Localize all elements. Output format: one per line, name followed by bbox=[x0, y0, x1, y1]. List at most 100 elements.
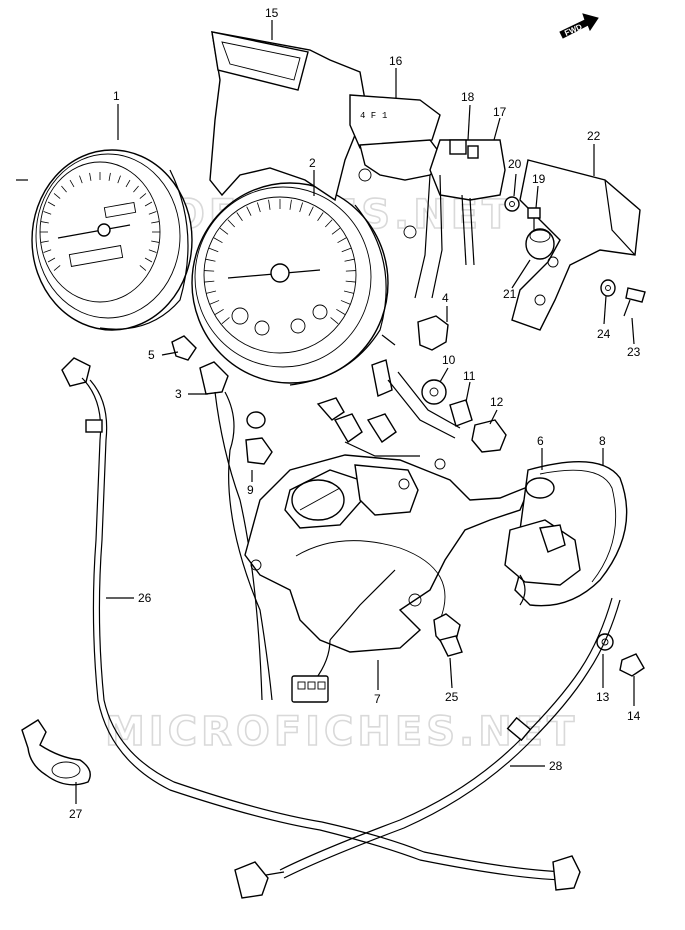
gauge-tick bbox=[148, 211, 157, 215]
gauge-tick bbox=[69, 179, 75, 188]
speedometer-cable-26 bbox=[21, 357, 581, 891]
gauge-tick bbox=[213, 237, 223, 244]
gauge-tick bbox=[151, 221, 160, 224]
gauge-tick bbox=[79, 175, 83, 184]
callout-17: 17 bbox=[493, 105, 507, 119]
gauge-tick bbox=[139, 265, 147, 271]
svg-text:1: 1 bbox=[382, 111, 387, 121]
callout-14: 14 bbox=[627, 709, 641, 723]
gauge-tick bbox=[43, 249, 52, 253]
gauge-tick bbox=[317, 212, 324, 221]
gauge-tick bbox=[299, 202, 304, 213]
fwd-arrow-icon: FWD bbox=[559, 13, 599, 39]
upper-cover-assembly: 4 F 1 bbox=[209, 31, 506, 299]
gauge-tick bbox=[204, 280, 215, 283]
bolt-25 bbox=[433, 613, 463, 657]
gauge-tick bbox=[206, 290, 217, 294]
gauge-tick bbox=[89, 172, 92, 181]
gauge-tick bbox=[337, 237, 347, 244]
callout-27: 27 bbox=[69, 807, 83, 821]
gauge-tick bbox=[308, 206, 314, 216]
gauge-tick bbox=[214, 308, 224, 315]
callout-2: 2 bbox=[309, 156, 316, 170]
gauge-tick bbox=[117, 175, 121, 184]
gauge-tick bbox=[340, 300, 351, 305]
gauge-tick bbox=[151, 240, 160, 243]
gauge-tick bbox=[144, 257, 153, 263]
callout-4: 4 bbox=[442, 291, 449, 305]
gauge-tick bbox=[133, 185, 139, 193]
gauge-tick bbox=[53, 193, 61, 199]
gauge-tick bbox=[330, 317, 339, 325]
gauge-tick bbox=[227, 219, 235, 228]
leader-lines bbox=[75, 20, 635, 804]
callout-6: 6 bbox=[537, 434, 544, 448]
callout-19: 19 bbox=[532, 172, 546, 186]
callout-13: 13 bbox=[596, 690, 610, 704]
callout-22: 22 bbox=[587, 129, 601, 143]
callout-1: 1 bbox=[113, 89, 120, 103]
gauge-tick bbox=[221, 317, 230, 325]
callout-16: 16 bbox=[389, 54, 403, 68]
callout-7: 7 bbox=[374, 692, 381, 706]
gauge-tick bbox=[204, 270, 215, 272]
callout-12: 12 bbox=[490, 395, 504, 409]
gauge-tick bbox=[108, 172, 111, 181]
gauge-tick bbox=[289, 199, 292, 210]
callout-15: 15 bbox=[265, 6, 279, 20]
gauge-tick bbox=[325, 219, 333, 228]
callout-11: 11 bbox=[463, 369, 476, 383]
gauge-tick bbox=[53, 265, 61, 271]
gauge-tick bbox=[341, 247, 352, 253]
callout-21: 21 bbox=[503, 287, 517, 301]
gauge-tick bbox=[148, 249, 157, 253]
gauge-tick bbox=[40, 221, 49, 224]
watermark-bottom: MICROFICHES.NET bbox=[105, 709, 578, 755]
callout-10: 10 bbox=[442, 353, 456, 367]
gauge-tick bbox=[139, 193, 147, 199]
gauge-tick bbox=[219, 227, 229, 235]
callout-25: 25 bbox=[445, 690, 459, 704]
callout-8: 8 bbox=[599, 434, 606, 448]
speedometer-assembly bbox=[16, 149, 193, 331]
callout-28: 28 bbox=[549, 759, 563, 773]
gauge-tick bbox=[345, 280, 356, 283]
gauge-tick bbox=[61, 185, 67, 193]
gauge-tick bbox=[331, 227, 341, 235]
gear-cover-assembly bbox=[504, 461, 645, 677]
gauge-tick bbox=[345, 270, 356, 272]
gauge-tick bbox=[205, 258, 216, 262]
gauge-tick bbox=[209, 300, 220, 305]
gauge-tick bbox=[336, 308, 346, 315]
gauge-tick bbox=[208, 247, 219, 253]
gauge-tick bbox=[246, 206, 252, 216]
gauge-tick bbox=[236, 212, 243, 221]
gauge-tick bbox=[47, 257, 56, 263]
fwd-badge-text: FWD bbox=[563, 22, 584, 38]
callout-26: 26 bbox=[138, 591, 152, 605]
gauge-tick bbox=[344, 258, 355, 262]
tachometer-cable-28 bbox=[234, 597, 621, 899]
gauge-tick bbox=[343, 290, 354, 294]
callout-5: 5 bbox=[148, 348, 155, 362]
tachometer-assembly bbox=[191, 182, 396, 386]
callout-9: 9 bbox=[247, 483, 254, 497]
lower-housing bbox=[244, 454, 532, 703]
gauge-tick bbox=[47, 201, 56, 207]
callout-24: 24 bbox=[597, 327, 611, 341]
gauge-tick bbox=[125, 179, 131, 188]
gauge-tick bbox=[144, 201, 153, 207]
svg-text:4 F: 4 F bbox=[360, 111, 376, 121]
bracket-right bbox=[511, 159, 641, 331]
callout-labels: 1 2 3 4 5 6 7 8 9 10 11 12 13 14 15 16 1… bbox=[69, 6, 641, 821]
callout-20: 20 bbox=[508, 157, 522, 171]
callout-23: 23 bbox=[627, 345, 641, 359]
callout-18: 18 bbox=[461, 90, 475, 104]
gauge-tick bbox=[256, 202, 261, 213]
gauge-tick bbox=[268, 199, 271, 210]
gauge-tick bbox=[40, 240, 49, 243]
sockets-and-bulbs bbox=[171, 315, 507, 701]
callout-3: 3 bbox=[175, 387, 182, 401]
gauge-tick bbox=[43, 211, 52, 215]
